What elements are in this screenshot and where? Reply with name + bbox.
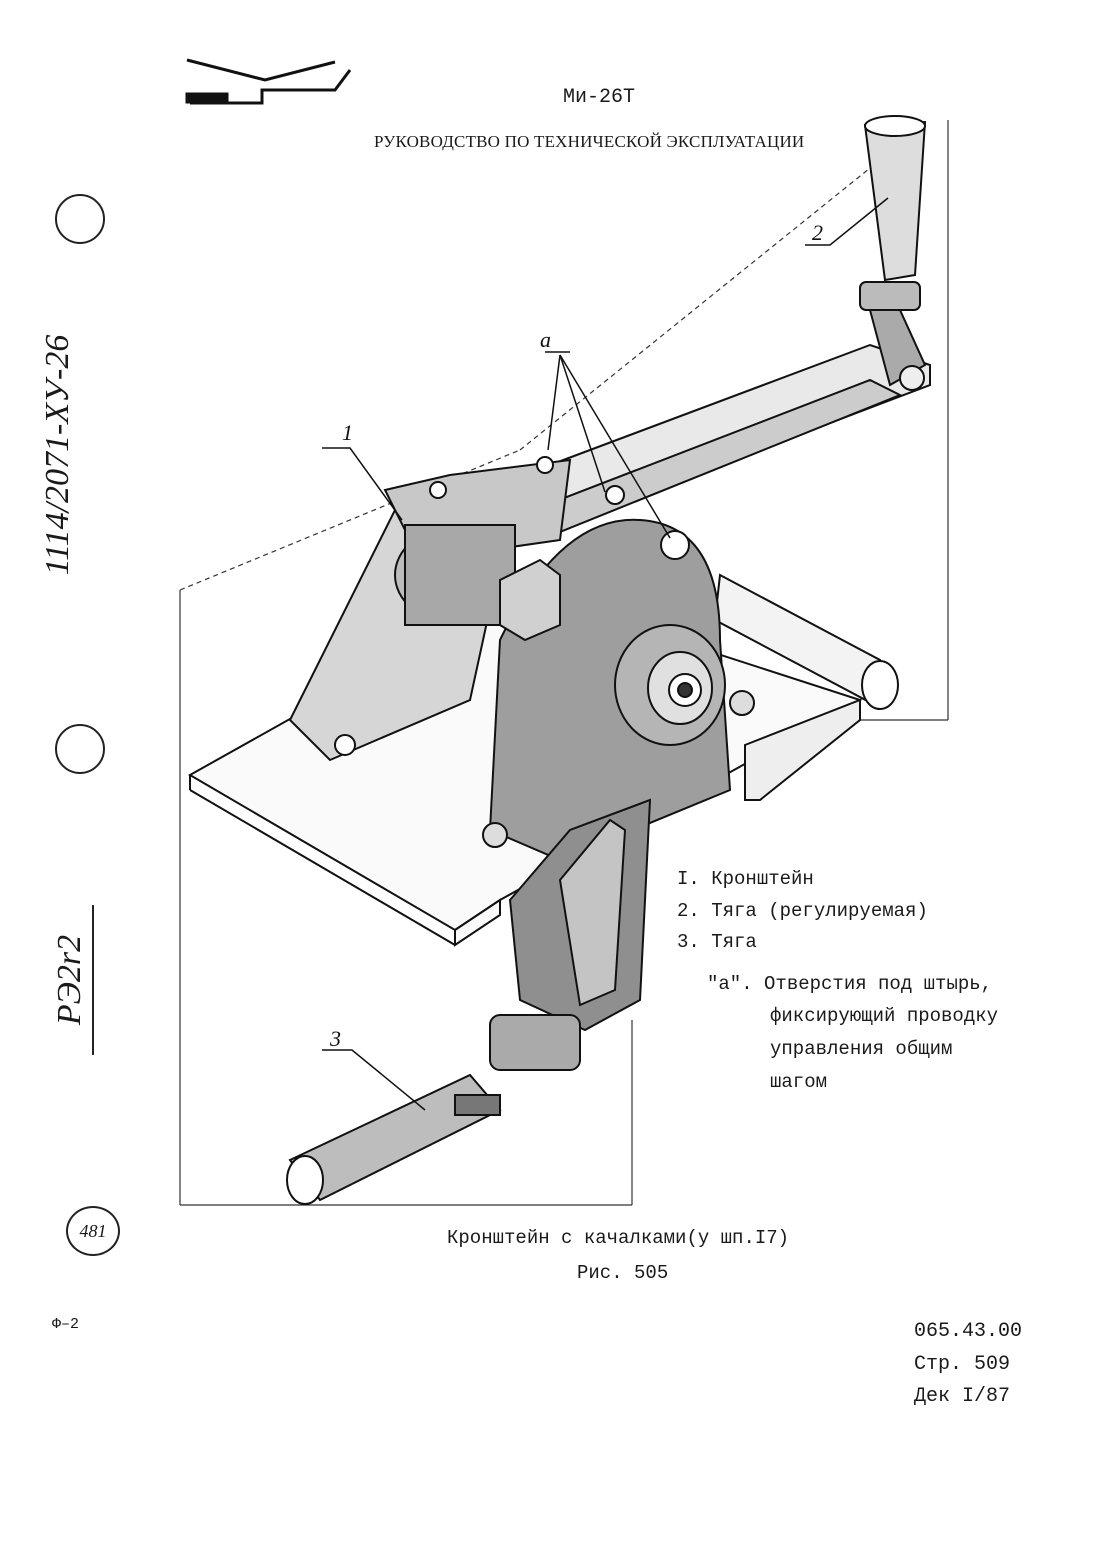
adjustable-rod: [859, 115, 927, 391]
legend-item-a-line: шагом: [770, 1071, 828, 1093]
legend-item-a-line: фиксирующий проводку: [770, 1005, 999, 1027]
margin-note-underline: [92, 905, 94, 1055]
rocker-housing: [482, 485, 755, 862]
legend-item-1: I. Кронштейн: [677, 868, 814, 890]
callout-1: 1: [342, 420, 353, 445]
punch-hole-bottom: [55, 724, 105, 774]
bracket-illustration: 1 2 3 а: [179, 58, 949, 1206]
margin-handwritten-number: 1114/2071-XУ-26: [39, 334, 76, 576]
legend-item-a-line: управления общим: [770, 1038, 953, 1060]
margin-handwritten-note: РЭ2r2: [51, 934, 88, 1026]
page-stamp: 481: [66, 1206, 120, 1256]
form-code: Ф–2: [52, 1316, 80, 1333]
figure-number: Рис. 505: [577, 1262, 669, 1284]
callout-a: а: [540, 327, 551, 352]
callout-2: 2: [812, 220, 823, 245]
document-subtitle: РУКОВОДСТВО ПО ТЕХНИЧЕСКОЙ ЭКСПЛУАТАЦИИ: [374, 132, 805, 151]
punch-hole-top: [55, 194, 105, 244]
revision-date: Дек I/87: [914, 1385, 1011, 1408]
legend-item-3: 3. Тяга: [677, 931, 757, 953]
page-number: Стр. 509: [914, 1353, 1011, 1376]
lower-lever: [286, 798, 652, 1205]
figure-caption: Кронштейн с качалками(у шп.I7): [447, 1227, 790, 1249]
document-title: Ми-26Т: [563, 86, 636, 109]
logo-mark: [185, 58, 352, 105]
bracket-body: [288, 456, 572, 762]
document-code: 065.43.00: [914, 1320, 1023, 1343]
callout-leaders: [322, 197, 889, 1111]
legend-item-a: "а". Отверстия под штырь,: [707, 973, 993, 995]
callout-3: 3: [329, 1026, 341, 1051]
legend-item-2: 2. Тяга (регулируемая): [677, 900, 928, 922]
